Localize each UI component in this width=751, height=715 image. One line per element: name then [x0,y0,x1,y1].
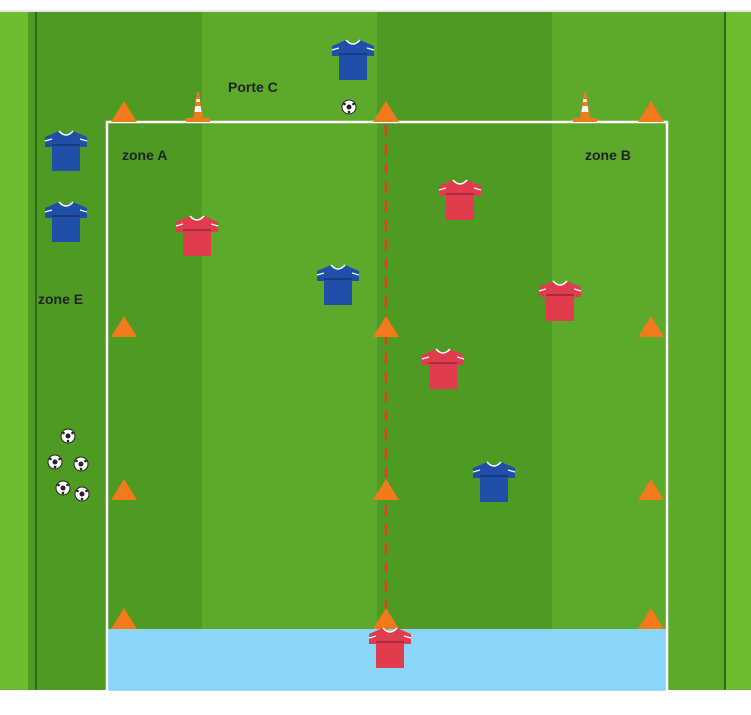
zone-e-label: zone E [38,291,83,307]
soccer-ball-icon [61,429,75,443]
soccer-ball-icon [48,455,62,469]
zone-b-label: zone B [585,147,631,163]
zone-a-label: zone A [122,147,167,163]
soccer-ball-icon [342,100,356,114]
top-border [0,0,751,12]
soccer-ball-icon [75,487,89,501]
gate-c-label: Porte C [228,79,278,95]
soccer-ball-icon [74,457,88,471]
soccer-ball-icon [56,481,70,495]
bottom-border [0,690,751,715]
